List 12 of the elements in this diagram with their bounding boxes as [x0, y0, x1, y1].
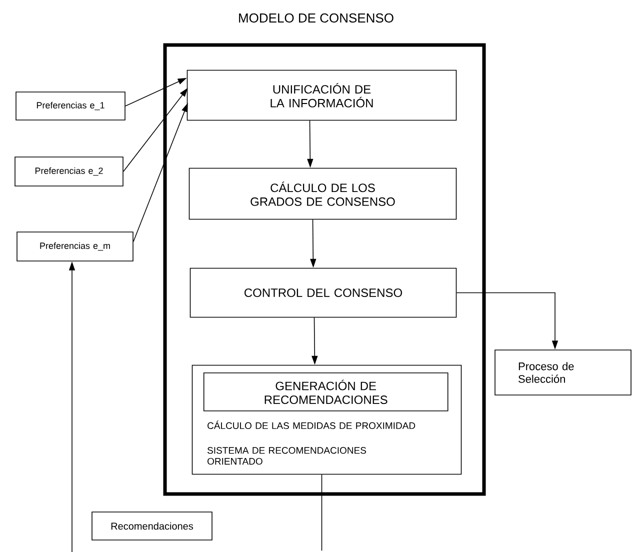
input-box: Preferencias e_m [16, 232, 134, 262]
process-box: UNIFICACIÓN DE LA INFORMACIÓN [186, 70, 457, 121]
process-box: CONTROL DEL CONSENSO [190, 268, 457, 318]
process-box: CÁLCULO DE LOS GRADOS DE CONSENSO [188, 168, 457, 220]
title: MODELO DE CONSENSO [239, 13, 394, 23]
sub-step-text: SISTEMA DE RECOMENDACIONES ORIENTADO [208, 447, 366, 465]
input-box: Preferencias e_2 [14, 156, 124, 186]
sub-step-text: CÁLCULO DE LAS MEDIDAS DE PROXIMIDAD [208, 420, 416, 430]
process-box: GENERACIÓN DE RECOMENDACIONES [203, 372, 448, 412]
input-box: Preferencias e_1 [16, 92, 126, 120]
input-box: Recomendaciones [92, 512, 212, 540]
input-box: Proceso de Selección [494, 350, 632, 396]
